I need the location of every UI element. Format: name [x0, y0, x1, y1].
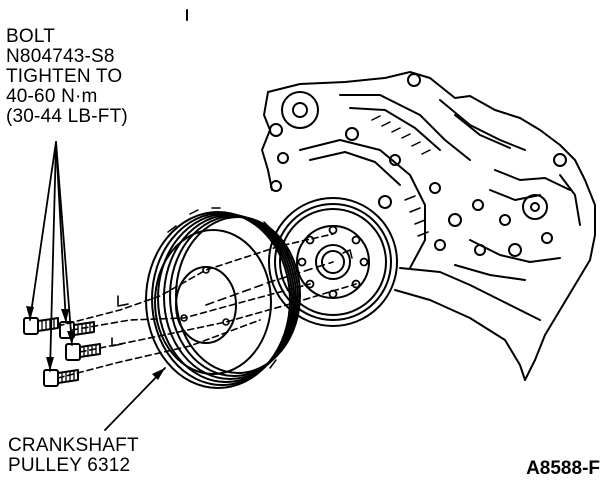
bolt-set: [23, 317, 101, 387]
bolt-callout-line: (30-44 LB-FT): [6, 106, 128, 127]
alignment-centerlines: [57, 233, 357, 379]
engine-block: [261, 71, 596, 381]
pulley-callout-line: PULLEY 6312: [8, 455, 131, 476]
bolt-callout-line: BOLT: [6, 26, 56, 47]
pulley-leader-line: [104, 367, 166, 431]
bolt-callout-line: N804743-S8: [6, 46, 115, 67]
crankshaft-pulley: [145, 207, 301, 389]
bolt-1: [23, 317, 59, 335]
pulley-callout: CRANKSHAFT PULLEY 6312: [8, 436, 139, 476]
bolt-leader-lines: [29, 141, 73, 372]
bolt-leader-arrowheads: [26, 306, 75, 371]
centerline-offsets: [111, 295, 129, 347]
bolt-2: [59, 321, 95, 339]
bolt-callout-line: 40-60 N·m: [6, 86, 98, 107]
pulley-callout-line: CRANKSHAFT: [8, 435, 139, 456]
bolt-3: [65, 343, 101, 361]
bolt-callout-line: TIGHTEN TO: [6, 66, 123, 87]
bolt-4: [43, 369, 79, 387]
figure-id-label: A8588-F: [526, 458, 600, 479]
bolt-callout: BOLT N804743-S8 TIGHTEN TO 40-60 N·m (30…: [6, 27, 128, 127]
